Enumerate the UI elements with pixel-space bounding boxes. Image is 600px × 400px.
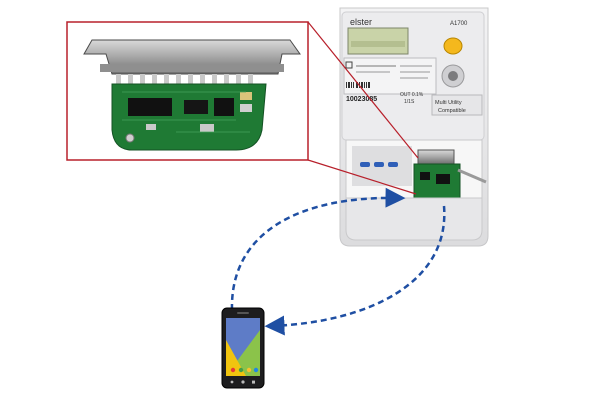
phone-nav-home [241,380,245,384]
meter-module-connector [417,149,455,165]
lcd-segment-row [351,41,405,47]
zoom-line-top [307,21,419,159]
phone-nav-back [230,380,234,384]
link-arrow-meter-to-phone [264,205,446,336]
terminal-led [374,162,384,167]
phone-wallpaper-shape [226,340,246,376]
pcb-traces [122,91,250,133]
phone-nav-recent [252,380,255,384]
pcb-chip-small [214,98,234,116]
pcb-hole [125,133,135,143]
badge-line-2: Compatible [438,108,466,114]
meter-button [443,37,463,55]
connector-pins [116,74,253,86]
module-chip [420,172,430,180]
phone-app-icon [246,367,252,373]
pcb-component [240,104,252,112]
meter-serial: 10023085 [346,96,377,103]
connector-shell-band [100,64,284,72]
pcb-chip-large [128,98,172,116]
terminal-led [388,162,398,167]
pcb-component [146,124,156,130]
terminal-led [360,162,370,167]
meter-model: A1700 [450,21,468,27]
module-chip [436,174,450,184]
pcb-component [240,92,252,100]
meter-brand: elster [350,17,372,27]
phone-app-icon [230,367,236,373]
phone-app-icon [238,367,244,373]
meter-rating-plate [343,57,437,95]
ce-mark [345,61,353,69]
pcb-component [200,124,214,132]
meter-lower-body [345,197,483,241]
phone-app-icon [253,367,259,373]
meter-out-sub: 1/1S [404,99,415,105]
smartphone-icon [221,307,265,389]
link-arrow-phone-to-meter [230,187,406,311]
module-cable [457,168,487,184]
optical-port-lens [448,71,458,81]
multi-utility-badge [431,94,483,116]
badge-line-1: Multi Utility [435,100,462,106]
pcb-chip-medium [184,100,208,114]
meter-out-label: OUT 0.1% [400,92,424,98]
module-zoom-inset [66,21,309,161]
electricity-meter: elster A1700 10023085 OUT 0.1% 1/1S Mult… [339,7,489,247]
phone-speaker [237,312,249,314]
